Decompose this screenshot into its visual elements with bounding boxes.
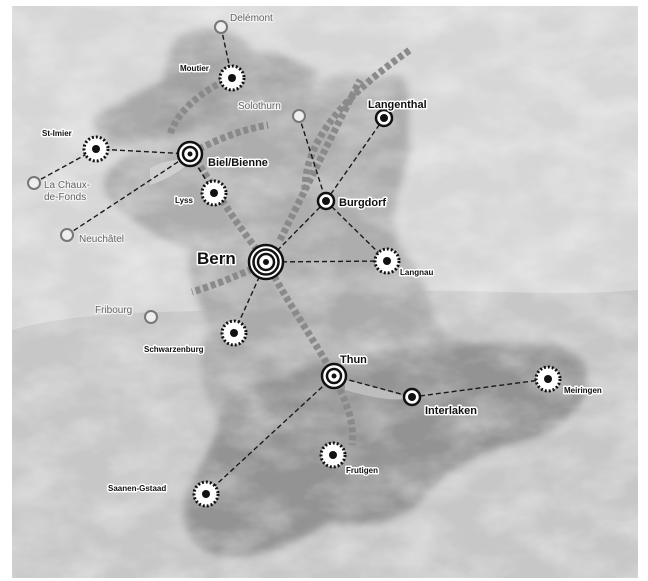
label-stimier: St-Imier bbox=[42, 129, 72, 138]
link-interlaken-meiringen bbox=[411, 378, 549, 398]
label-saanen: Saanen-Gstaad bbox=[108, 484, 166, 493]
frutigen-node bbox=[319, 441, 347, 469]
langenthal-node bbox=[374, 108, 394, 128]
stimier-node bbox=[82, 135, 110, 163]
corridor-biel-bern bbox=[189, 151, 270, 265]
label-delemont: Delémont bbox=[230, 13, 273, 24]
terrain bbox=[12, 6, 638, 578]
lake-thun bbox=[345, 380, 410, 400]
label-meiringen: Meiringen bbox=[564, 386, 602, 395]
label-burgdorf: Burgdorf bbox=[339, 197, 386, 209]
solothurn-node bbox=[292, 109, 306, 123]
link-solothurn-burgdorf bbox=[298, 115, 327, 202]
link-langenthal-burgdorf bbox=[325, 117, 385, 202]
nodes bbox=[27, 20, 562, 508]
lyss-node bbox=[200, 179, 228, 207]
label-schwarzenburg: Schwarzenburg bbox=[144, 345, 204, 354]
meiringen-node bbox=[534, 365, 562, 393]
corridor-thun-frutigen bbox=[329, 373, 357, 446]
label-biel: Biel/Bienne bbox=[208, 157, 268, 169]
neuchatel-node bbox=[60, 228, 74, 242]
label-thun: Thun bbox=[340, 354, 367, 366]
interlaken-node bbox=[402, 387, 422, 407]
link-thun-saanen bbox=[205, 375, 335, 495]
biel-node bbox=[176, 140, 204, 168]
link-bern-burgdorf bbox=[265, 200, 327, 263]
delemont-node bbox=[214, 20, 228, 34]
link-bern-langnau bbox=[265, 260, 388, 263]
label-langenthal: Langenthal bbox=[368, 99, 427, 111]
label-frutigen: Frutigen bbox=[346, 466, 378, 475]
link-thun-interlaken bbox=[333, 375, 413, 398]
label-solothurn: Solothurn bbox=[238, 101, 281, 112]
burgdorf-node bbox=[316, 191, 336, 211]
lachaux-node bbox=[27, 176, 41, 190]
label-interlaken: Interlaken bbox=[425, 405, 477, 417]
relief-texture bbox=[12, 6, 638, 578]
moutier-node bbox=[218, 64, 246, 92]
schwarzenburg-node bbox=[220, 319, 248, 347]
label-neuchatel: Neuchâtel bbox=[79, 234, 124, 245]
label-lachaux-line2: de-Fonds bbox=[44, 192, 86, 203]
label-bern: Bern bbox=[197, 249, 236, 268]
label-langnau: Langnau bbox=[400, 268, 433, 277]
link-neuchatel-biel bbox=[66, 153, 191, 236]
label-lachaux-line1: La Chaux- bbox=[44, 180, 90, 191]
corridor-bern-thun bbox=[263, 260, 337, 377]
saanen-node bbox=[192, 480, 220, 508]
corridor-bern-east-arc bbox=[301, 47, 412, 191]
lake-biel bbox=[150, 160, 190, 185]
corridor-biel-solothurn bbox=[190, 121, 269, 157]
fribourg-node bbox=[144, 310, 158, 324]
label-fribourg: Fribourg bbox=[95, 305, 132, 316]
thun-node bbox=[320, 362, 348, 390]
label-moutier: Moutier bbox=[180, 64, 209, 73]
labels: Delémont Moutier Solothurn Langenthal St… bbox=[41, 12, 604, 495]
bern-node bbox=[247, 243, 285, 281]
label-lyss: Lyss bbox=[175, 196, 193, 205]
langnau-node bbox=[373, 247, 401, 275]
link-burgdorf-langnau bbox=[325, 200, 388, 262]
